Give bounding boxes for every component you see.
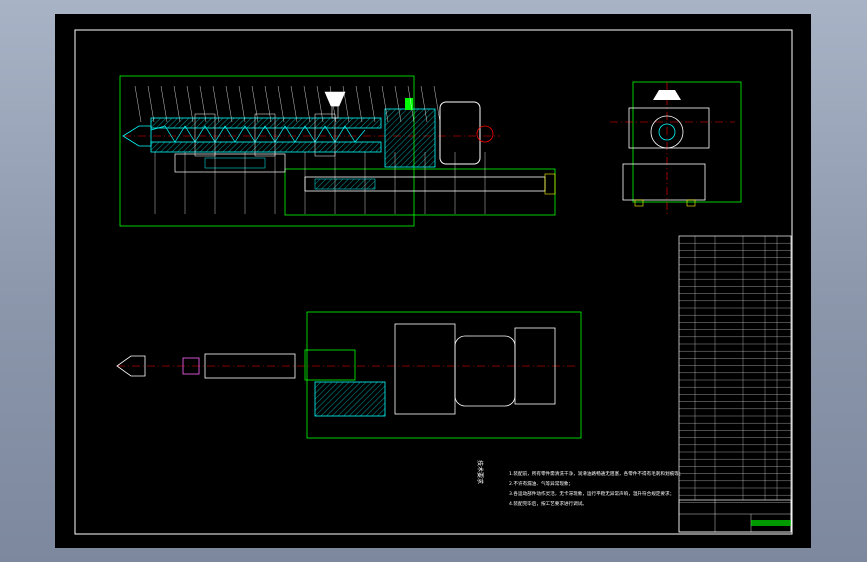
side-bore — [658, 123, 676, 141]
side-view — [610, 81, 742, 214]
hopper — [324, 91, 346, 107]
leader-line — [381, 85, 389, 123]
leader-line — [225, 85, 233, 123]
leader-line — [433, 85, 441, 123]
leader-line — [251, 85, 259, 123]
title-stamp — [751, 520, 791, 526]
title-block — [678, 499, 792, 533]
motor-end-cap — [476, 125, 494, 143]
leader-line — [147, 85, 155, 123]
tech-requirement-item: 1.装配前，所有零件需清洗干净，润滑油路畅通无阻塞，各零件不得有毛刺和划痕等； — [509, 472, 684, 477]
leader-line — [199, 85, 207, 123]
drawing-border — [74, 29, 793, 535]
side-base — [622, 163, 706, 201]
heater-band — [314, 113, 336, 157]
leader-line — [394, 85, 402, 123]
top-coupling — [182, 357, 200, 375]
leader-line — [290, 85, 298, 123]
title-block-border — [678, 499, 792, 533]
leader-line — [407, 85, 415, 123]
leader-line — [238, 85, 246, 123]
leader-line — [355, 85, 363, 123]
leader-line — [420, 85, 428, 123]
drawing-sheet[interactable]: 技术要求 1.装配前，所有零件需清洗干净，润滑油路畅通无阻塞，各零件不得有毛刺和… — [55, 14, 811, 548]
leader-line — [303, 85, 311, 123]
leader-line — [329, 85, 337, 123]
top-motor-end — [514, 327, 556, 405]
side-view-outline — [632, 81, 742, 203]
front-view — [119, 75, 556, 227]
side-foot — [686, 199, 696, 207]
top-gearbox — [394, 323, 456, 415]
leader-line — [160, 85, 168, 123]
tech-requirement-item: 3.各运动部件动作灵活，无卡滞现象，运行平稳无异常声响，温升符合规定要求； — [509, 492, 675, 497]
top-clamp — [304, 349, 356, 381]
top-motor — [454, 335, 516, 407]
leader-lines — [134, 85, 486, 214]
leader-line — [277, 85, 285, 123]
injection-cylinder — [174, 153, 286, 173]
drive-housing — [384, 108, 436, 168]
base-outline — [284, 168, 556, 216]
tech-requirements-heading: 技术要求 — [476, 460, 483, 485]
motor-body — [439, 101, 481, 165]
top-bearing-block — [314, 381, 386, 417]
leader-line — [368, 85, 376, 123]
cylinder-rod — [204, 157, 266, 169]
top-nozzle — [116, 355, 146, 377]
side-foot — [634, 199, 644, 207]
leader-line — [212, 85, 220, 123]
leader-line — [316, 85, 324, 123]
drawing-canvas — [74, 29, 793, 535]
top-view-outline — [306, 311, 582, 439]
side-hopper — [653, 90, 681, 100]
top-cylinder — [204, 353, 296, 379]
leader-line — [342, 85, 350, 123]
leader-line — [134, 85, 142, 123]
hopper-throat — [331, 105, 339, 119]
screw-flight — [150, 125, 366, 143]
cylinder-end — [544, 173, 556, 195]
leader-line — [173, 85, 181, 123]
leader-line — [186, 85, 194, 123]
side-flange — [650, 115, 684, 149]
tech-requirement-item: 4.装配完毕后，按工艺要求进行调试。 — [509, 502, 587, 507]
heater-band — [194, 113, 216, 157]
top-view — [116, 311, 582, 439]
drive-key — [405, 98, 413, 110]
tech-requirements: 1.装配前，所有零件需清洗干净，润滑油路畅通无阻塞，各零件不得有毛刺和划痕等； … — [509, 470, 729, 510]
nozzle-part — [122, 125, 152, 147]
side-housing — [628, 107, 710, 149]
barrel-lower — [150, 141, 382, 153]
tech-requirement-item: 2.不许有漏油、气等异常现象； — [509, 482, 574, 487]
heater-band — [254, 113, 276, 157]
carriage-piston — [314, 178, 376, 190]
leader-line — [264, 85, 272, 123]
